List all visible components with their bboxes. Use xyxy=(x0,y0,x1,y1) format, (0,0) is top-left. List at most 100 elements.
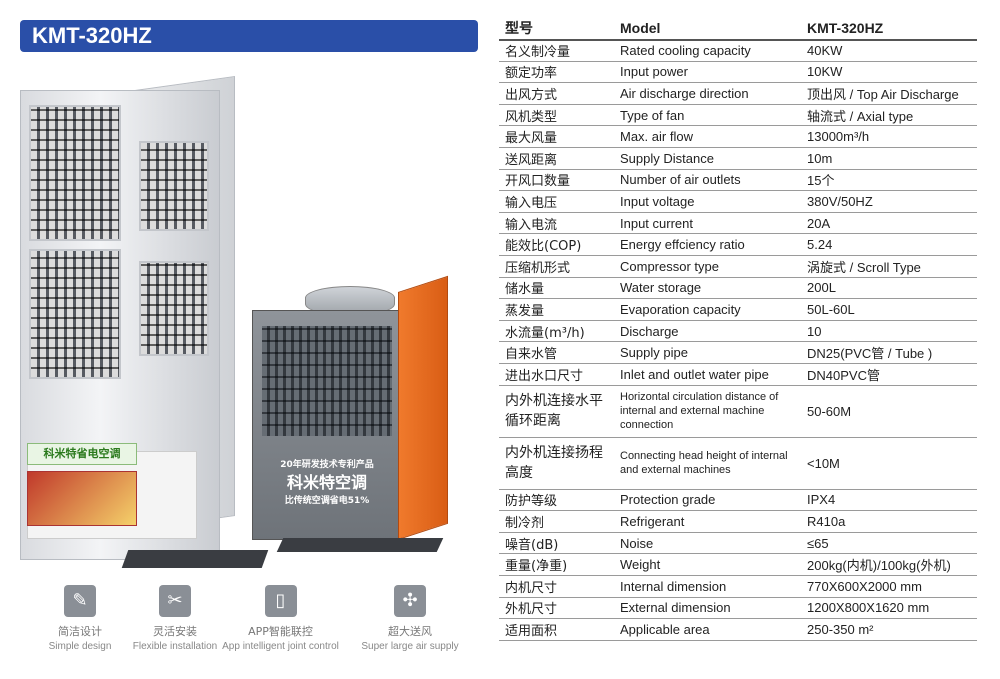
feature-large-air-supply: ✣ 超大送风 Super large air supply xyxy=(350,585,470,652)
outdoor-unit-side xyxy=(398,275,448,540)
spec-value: 20A xyxy=(801,212,977,235)
spec-en: Energy effciency ratio xyxy=(614,233,801,257)
spec-en: Input current xyxy=(614,212,801,235)
spec-en: Horizontal circulation distance of inter… xyxy=(614,385,801,438)
indoor-upper-grille xyxy=(29,105,121,241)
spec-value: 250-350 m² xyxy=(801,618,977,641)
spec-cn: 内外机连接水平循环距离 xyxy=(499,385,614,438)
spec-value: 10KW xyxy=(801,61,977,84)
spec-cn: 出风方式 xyxy=(499,82,614,105)
spec-en: Supply Distance xyxy=(614,147,801,170)
spec-en: Input voltage xyxy=(614,190,801,213)
outdoor-label-line2: 科米特空调 xyxy=(286,473,367,492)
feature-cn: 超大送风 xyxy=(388,625,432,638)
spec-value: <10M xyxy=(801,437,977,490)
spec-cn: 蒸发量 xyxy=(499,298,614,321)
spec-en: Noise xyxy=(614,532,801,555)
feature-flexible-installation: ✂ 灵活安装 Flexible installation xyxy=(115,585,235,652)
spec-cn: 能效比(COP) xyxy=(499,233,614,257)
feature-cn: 灵活安装 xyxy=(153,625,197,638)
spec-en: Water storage xyxy=(614,277,801,300)
spec-cn: 内机尺寸 xyxy=(499,575,614,598)
spec-value: 50L-60L xyxy=(801,298,977,321)
tools-icon: ✂ xyxy=(159,585,191,617)
spec-cn: 水流量(m³/h) xyxy=(499,320,614,343)
feature-simple-design: ✎ 简洁设计 Simple design xyxy=(20,585,140,652)
outdoor-label: 20年研发技术专利产品 科米特空调 比传统空调省电51% xyxy=(262,450,392,510)
spec-en: Protection grade xyxy=(614,489,801,512)
header-value: KMT-320HZ xyxy=(801,18,977,41)
spec-value: 5.24 xyxy=(801,233,977,257)
spec-cn: 开风口数量 xyxy=(499,169,614,192)
product-title: KMT-320HZ xyxy=(20,20,478,52)
spec-value: 15个 xyxy=(801,169,977,192)
spec-en: Discharge xyxy=(614,320,801,343)
indoor-brand-panel: 科米特省电空调 xyxy=(27,443,137,465)
spec-cn: 压缩机形式 xyxy=(499,255,614,278)
spec-cn: 防护等级 xyxy=(499,489,614,512)
spec-value: DN25(PVC管 / Tube ) xyxy=(801,341,977,364)
spec-en: Supply pipe xyxy=(614,341,801,364)
phone-icon: ▯ xyxy=(264,585,297,617)
spec-en: Weight xyxy=(614,553,801,576)
spec-value: IPX4 xyxy=(801,489,977,512)
spec-value: 顶出风 / Top Air Discharge xyxy=(801,82,977,105)
indoor-side-grille-upper xyxy=(139,141,209,231)
feature-en: Simple design xyxy=(48,641,112,652)
spec-cn: 最大风量 xyxy=(499,125,614,149)
spec-value: 200kg(内机)/100kg(外机) xyxy=(801,553,977,576)
spec-value: 40KW xyxy=(801,39,977,62)
indoor-decal xyxy=(27,471,137,526)
spec-value: 50-60M xyxy=(801,385,977,438)
indoor-base xyxy=(121,550,269,568)
outdoor-louver xyxy=(262,326,392,436)
spec-en: Air discharge direction xyxy=(614,82,801,105)
indoor-side-grille-lower xyxy=(139,261,209,356)
spec-cn: 制冷剂 xyxy=(499,510,614,533)
spec-value: 1200X800X1620 mm xyxy=(801,597,977,620)
edit-icon: ✎ xyxy=(64,585,96,617)
header-cn: 型号 xyxy=(499,18,614,41)
spec-value: ≤65 xyxy=(801,532,977,555)
spec-cn: 输入电流 xyxy=(499,212,614,235)
spec-en: Compressor type xyxy=(614,255,801,278)
spec-cn: 送风距离 xyxy=(499,147,614,170)
spec-cn: 进出水口尺寸 xyxy=(499,363,614,386)
spec-value: 10m xyxy=(801,147,977,170)
spec-row: 噪音(dB)Noise≤65 xyxy=(499,532,977,555)
feature-app-control: ▯ APP智能联控 App intelligent joint control xyxy=(218,585,343,652)
spec-header-row: 型号 Model KMT-320HZ xyxy=(499,18,977,41)
spec-en: Connecting head height of internal and e… xyxy=(614,437,801,490)
spec-value: 770X600X2000 mm xyxy=(801,575,977,598)
fan-icon: ✣ xyxy=(394,585,426,617)
spec-cn: 内外机连接扬程高度 xyxy=(499,437,614,490)
outdoor-label-line1: 20年研发技术专利产品 xyxy=(280,460,374,470)
feature-en: App intelligent joint control xyxy=(222,641,339,652)
spec-value: DN40PVC管 xyxy=(801,363,977,386)
spec-cn: 风机类型 xyxy=(499,104,614,127)
spec-cn: 外机尺寸 xyxy=(499,597,614,620)
spec-en: External dimension xyxy=(614,597,801,620)
spec-value: 200L xyxy=(801,277,977,300)
feature-list: ✎ 简洁设计 Simple design ✂ 灵活安装 Flexible ins… xyxy=(20,585,480,665)
spec-cn: 噪音(dB) xyxy=(499,532,614,555)
spec-en: Type of fan xyxy=(614,104,801,127)
